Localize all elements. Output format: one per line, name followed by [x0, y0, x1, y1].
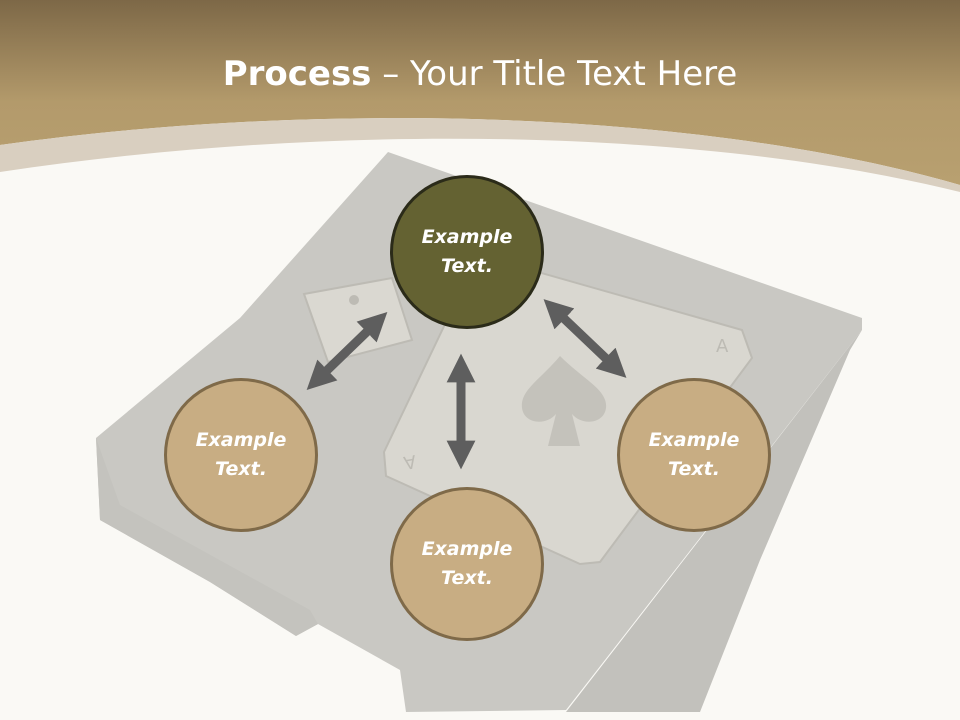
node-left-label: Example Text.	[195, 429, 287, 480]
small-card-pip	[349, 295, 359, 305]
spade-icon	[521, 356, 607, 446]
node-bottom-label: Example Text.	[421, 538, 513, 589]
ace-letter-top: A	[716, 336, 729, 357]
title-bold: Process	[222, 54, 372, 94]
title-rest: – Your Title Text Here	[371, 54, 738, 94]
node-right-label: Example Text.	[648, 429, 740, 480]
ace-letter-bottom: A	[401, 450, 417, 473]
slide-title: Process – Your Title Text Here	[0, 52, 960, 96]
header-swoosh	[0, 118, 960, 192]
process-node-left[interactable]: Example Text.	[164, 378, 318, 532]
node-top-label: Example Text.	[421, 226, 513, 277]
process-node-right[interactable]: Example Text.	[617, 378, 771, 532]
header-band	[0, 0, 960, 185]
box-left-side	[96, 438, 318, 636]
process-node-bottom[interactable]: Example Text.	[390, 487, 544, 641]
process-node-top[interactable]: Example Text.	[390, 175, 544, 329]
